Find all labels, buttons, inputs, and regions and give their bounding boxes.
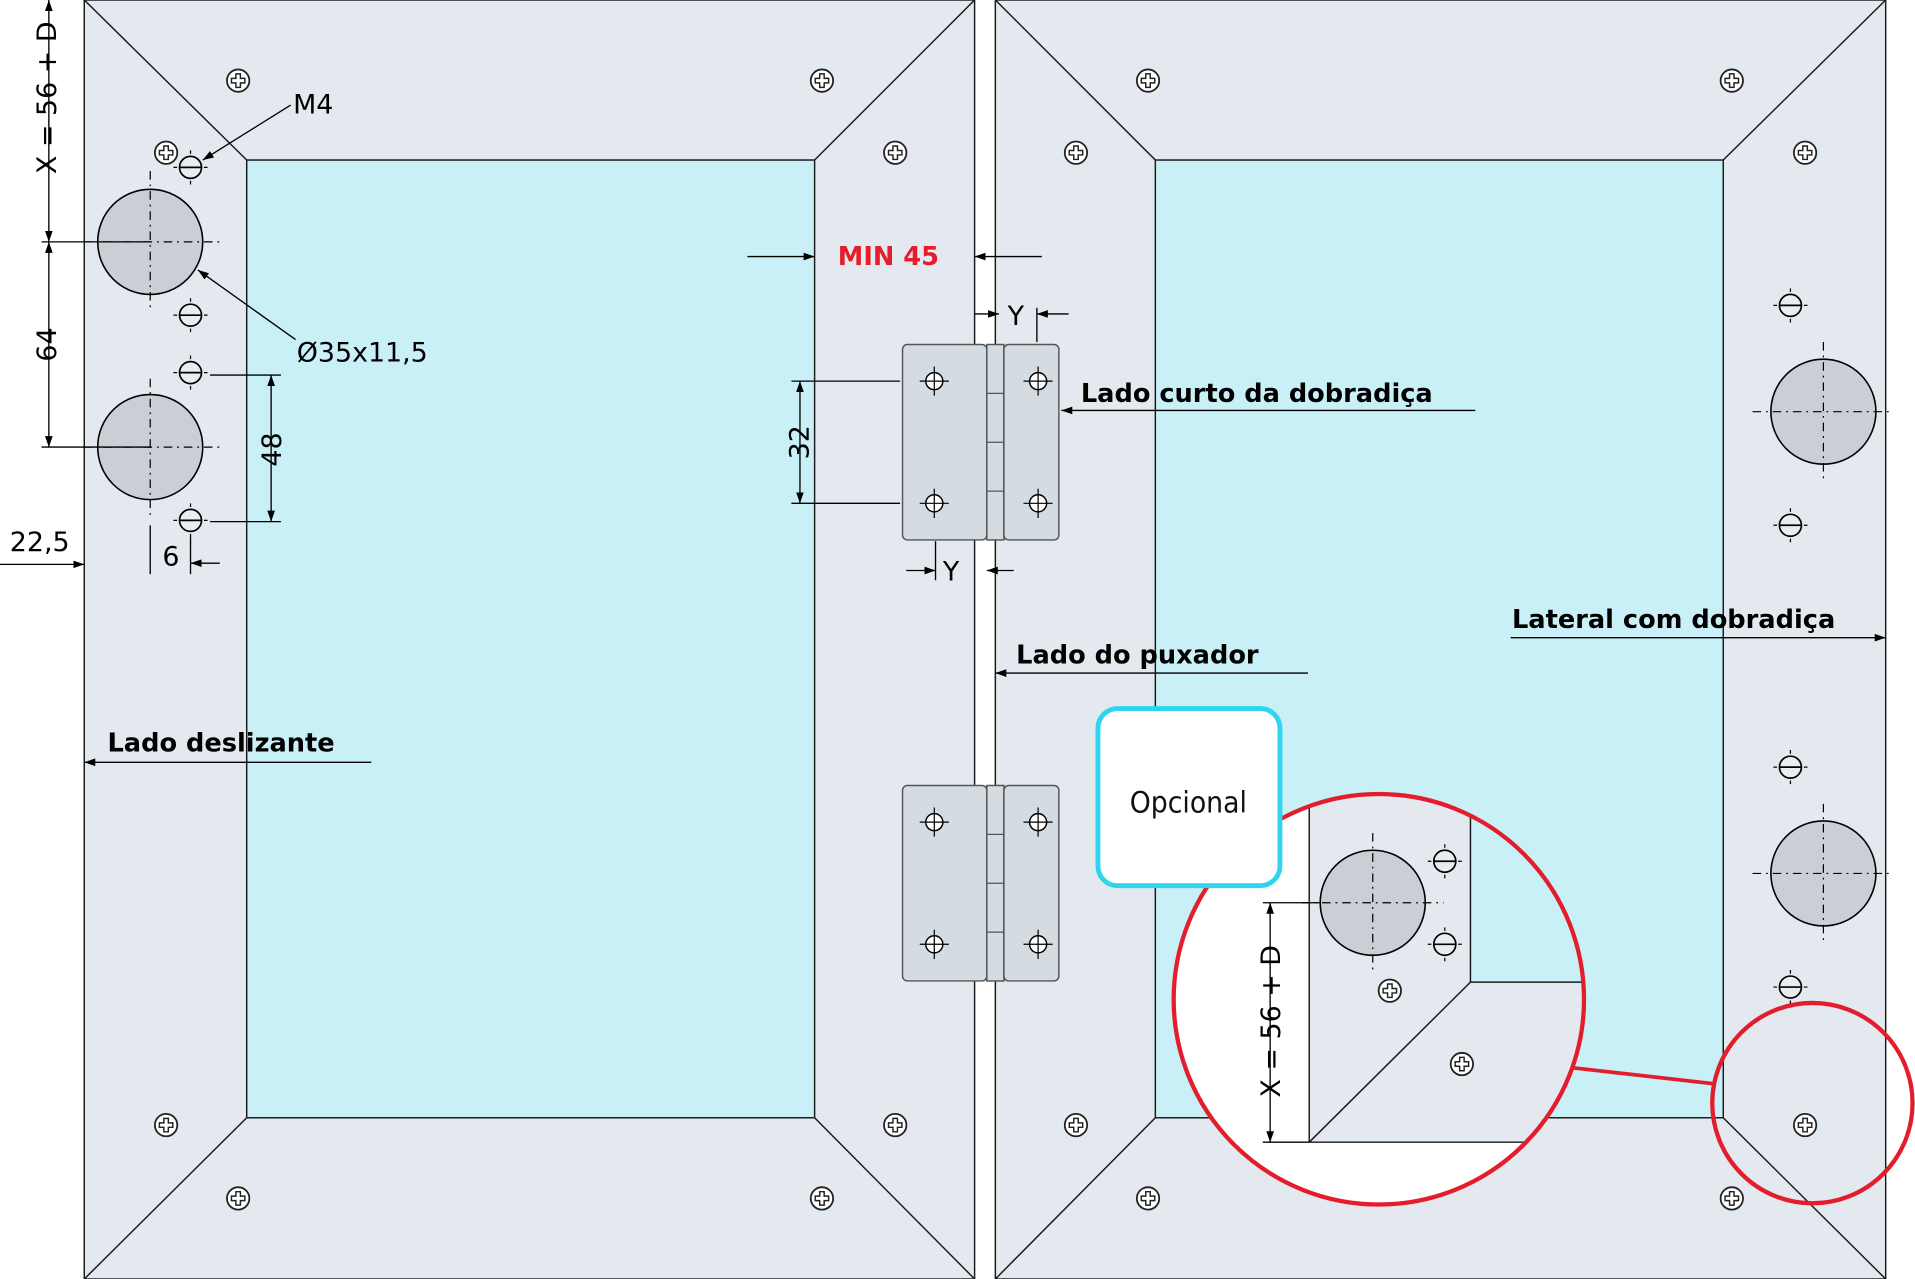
- lado-curto-label: Lado curto da dobradiça: [1081, 379, 1433, 409]
- dim-48-label: 48: [257, 432, 288, 466]
- screw-icon: [809, 1186, 835, 1211]
- cup-diameter-label: Ø35x11,5: [297, 338, 428, 369]
- left-glass-pane: [245, 159, 816, 1119]
- upper-hinge: [901, 343, 1060, 541]
- opcional-label: Opcional: [1130, 785, 1247, 819]
- x-formula-label: X = 56 + D: [32, 22, 63, 174]
- screw-icon: [1063, 140, 1089, 165]
- screw-icon: [1063, 1112, 1089, 1138]
- screw-icon: [1135, 68, 1161, 93]
- screw-icon: [883, 140, 908, 165]
- min-45-label: MIN 45: [838, 242, 939, 272]
- screw-icon: [809, 68, 835, 93]
- left-dimensions: [0, 0, 296, 575]
- detail-origin-circle: [1710, 1000, 1915, 1206]
- screw-icon: [1792, 140, 1818, 165]
- screw-icon: [1449, 1051, 1474, 1077]
- screw-icon: [1377, 978, 1402, 1003]
- dim-6-label: 6: [162, 542, 179, 573]
- screw-icon: [883, 1112, 908, 1138]
- left-door-panel: [83, 0, 976, 1279]
- lado-deslizante-label: Lado deslizante: [107, 728, 334, 758]
- screw-icon: [226, 68, 251, 93]
- dim-64-label: 64: [32, 327, 63, 361]
- screw-icon: [154, 1112, 179, 1138]
- dim-y-bottom-label: Y: [942, 556, 960, 587]
- screw-icon: [1719, 68, 1744, 93]
- screw-icon: [226, 1186, 251, 1211]
- screw-icon: [1792, 1112, 1818, 1138]
- lateral-dobradica-label: Lateral com dobradiça: [1512, 605, 1835, 635]
- optional-callout-box: [1095, 706, 1283, 889]
- side-leaders: [84, 406, 1886, 767]
- center-dimensions: [747, 252, 1069, 581]
- lado-puxador-label: Lado do puxador: [1016, 640, 1259, 670]
- magnifier-x-formula-label: X = 56 + D: [1256, 945, 1287, 1097]
- dim-32-label: 32: [785, 425, 816, 459]
- screw-icon: [154, 140, 179, 165]
- lower-hinge: [901, 784, 1060, 982]
- screw-icon: [1135, 1186, 1161, 1211]
- screw-icon: [1719, 1186, 1744, 1211]
- m4-label: M4: [293, 90, 333, 121]
- dim-y-top-label: Y: [1007, 301, 1025, 332]
- dim-22-5-label: 22,5: [10, 527, 70, 558]
- right-hinge-cups: [1752, 288, 1894, 1005]
